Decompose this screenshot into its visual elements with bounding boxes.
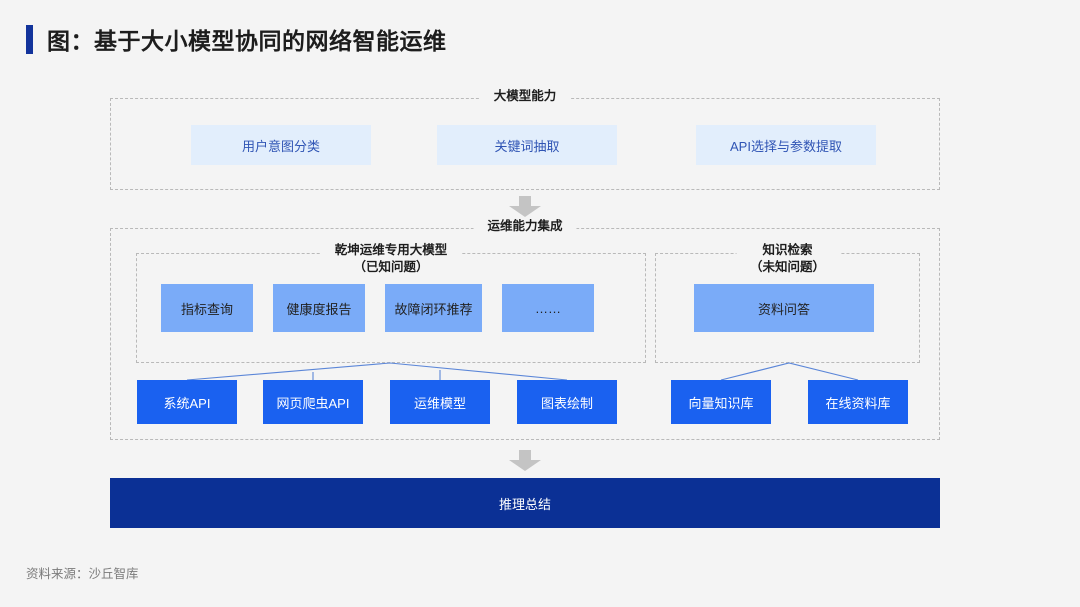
- qiankun-model-group-label: 乾坤运维专用大模型 （已知问题）: [320, 242, 462, 276]
- tool-box-system-api[interactable]: 系统API: [137, 380, 237, 424]
- source-note: 资料来源：沙丘智库: [26, 567, 139, 581]
- ops-item-label: 健康度报告: [286, 301, 352, 317]
- capability-box-api-selection[interactable]: API选择与参数提取: [696, 125, 876, 165]
- ops-integration-label: 运维能力集成: [473, 218, 577, 235]
- tool-box-label: 系统API: [163, 395, 211, 411]
- ops-item-label: ……: [535, 300, 561, 316]
- qiankun-model-group-label-line1: 乾坤运维专用大模型: [334, 243, 448, 257]
- page-title: 图：基于大小模型协同的网络智能运维: [47, 28, 447, 54]
- tool-box-online-document-base[interactable]: 在线资料库: [808, 380, 908, 424]
- tool-box-vector-knowledge-base[interactable]: 向量知识库: [671, 380, 771, 424]
- knowledge-item-document-qa[interactable]: 资料问答: [694, 284, 874, 332]
- knowledge-item-label: 资料问答: [757, 301, 810, 317]
- knowledge-retrieval-group-label: 知识检索 （未知问题）: [735, 242, 840, 276]
- capability-box-label: 关键词抽取: [494, 138, 560, 154]
- ops-item-more[interactable]: ……: [502, 284, 594, 332]
- tool-box-label: 运维模型: [413, 395, 466, 411]
- qiankun-model-group: 乾坤运维专用大模型 （已知问题）: [136, 242, 646, 363]
- tool-box-label: 向量知识库: [688, 395, 754, 411]
- summary-bar-label: 推理总结: [498, 496, 551, 512]
- arrow-down-icon: [508, 196, 542, 223]
- capability-box-label: 用户意图分类: [241, 138, 320, 154]
- ops-integration-section: 运维能力集成: [110, 218, 940, 440]
- ops-item-metric-query[interactable]: 指标查询: [161, 284, 253, 332]
- summary-bar[interactable]: 推理总结: [110, 478, 940, 528]
- ops-item-label: 指标查询: [180, 301, 233, 317]
- page-header: 图：基于大小模型协同的网络智能运维: [26, 22, 447, 56]
- tool-box-chart-drawing[interactable]: 图表绘制: [517, 380, 617, 424]
- tool-box-label: 在线资料库: [825, 395, 891, 411]
- capability-box-keyword-extraction[interactable]: 关键词抽取: [437, 125, 617, 165]
- arrow-down-icon: [508, 450, 542, 477]
- model-capability-label: 大模型能力: [479, 88, 571, 105]
- ops-item-label: 故障闭环推荐: [394, 301, 473, 317]
- knowledge-retrieval-group-label-line2: （未知问题）: [749, 259, 826, 274]
- qiankun-model-group-label-line2: （已知问题）: [353, 259, 429, 274]
- title-accent-bar: [26, 24, 33, 54]
- capability-box-user-intent[interactable]: 用户意图分类: [191, 125, 371, 165]
- capability-box-label: API选择与参数提取: [730, 138, 842, 154]
- tool-box-ops-model[interactable]: 运维模型: [390, 380, 490, 424]
- tool-box-label: 图表绘制: [540, 395, 593, 411]
- tool-box-web-crawler-api[interactable]: 网页爬虫API: [263, 380, 363, 424]
- knowledge-retrieval-group-label-line1: 知识检索: [762, 243, 813, 257]
- model-capability-section: 大模型能力: [110, 88, 940, 190]
- tool-box-label: 网页爬虫API: [276, 395, 350, 411]
- ops-item-fault-closure[interactable]: 故障闭环推荐: [385, 284, 482, 332]
- ops-item-health-report[interactable]: 健康度报告: [273, 284, 365, 332]
